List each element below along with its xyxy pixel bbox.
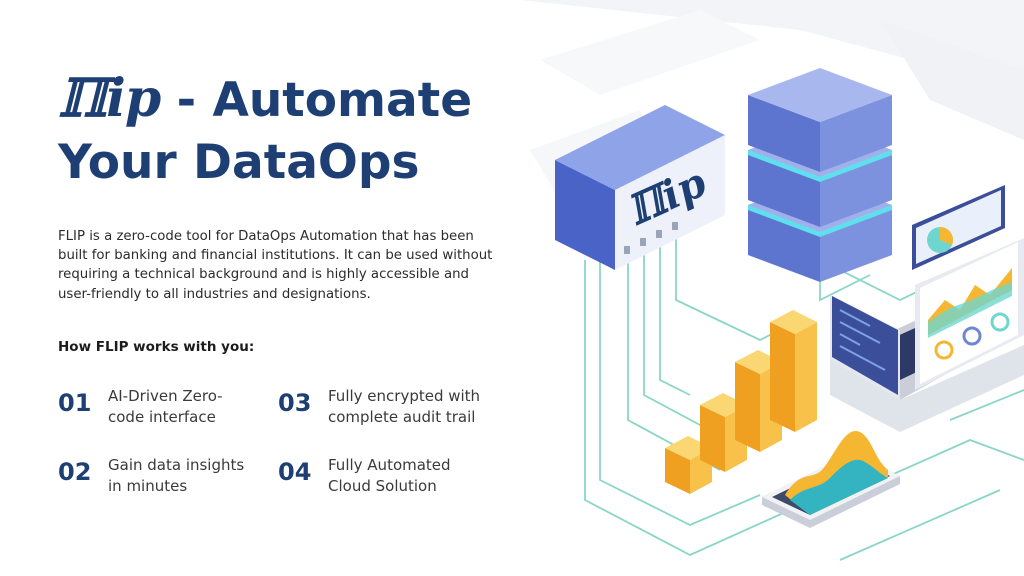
how-heading: How FLIP works with you: xyxy=(58,339,255,355)
feature-03: 03 Fully encrypted with complete audit t… xyxy=(278,386,498,427)
page-title: ℿip - Automate Your DataOps xyxy=(58,68,528,194)
tablet xyxy=(762,430,900,528)
title-line-2: Your DataOps xyxy=(58,135,420,190)
isometric-illustration: ℿip xyxy=(520,0,1024,561)
description: FLIP is a zero-code tool for DataOps Aut… xyxy=(58,229,493,302)
pie-chart-tile xyxy=(912,185,1005,270)
bar-chart xyxy=(665,310,817,494)
server-unit-top xyxy=(748,68,892,172)
server-stack xyxy=(748,68,892,282)
feature-01: 01 AI-Driven Zero-code interface xyxy=(58,386,238,427)
feature-number: 04 xyxy=(278,458,312,486)
flip-sign: ℿip xyxy=(555,105,725,270)
feature-text: Fully Automated Cloud Solution xyxy=(328,456,451,495)
flip-logo: ℿip xyxy=(58,68,161,129)
feature-number: 02 xyxy=(58,458,92,486)
feature-02: 02 Gain data insights in minutes xyxy=(58,455,253,496)
bar-4 xyxy=(770,310,817,432)
feature-text: Fully encrypted with complete audit trai… xyxy=(328,387,481,426)
dashboard-screen xyxy=(915,238,1024,390)
feature-number: 01 xyxy=(58,389,92,417)
feature-number: 03 xyxy=(278,389,312,417)
feature-text: AI-Driven Zero-code interface xyxy=(108,387,223,426)
title-suffix: - Automate xyxy=(176,73,473,128)
feature-04: 04 Fully Automated Cloud Solution xyxy=(278,455,478,496)
feature-text: Gain data insights in minutes xyxy=(108,456,245,495)
